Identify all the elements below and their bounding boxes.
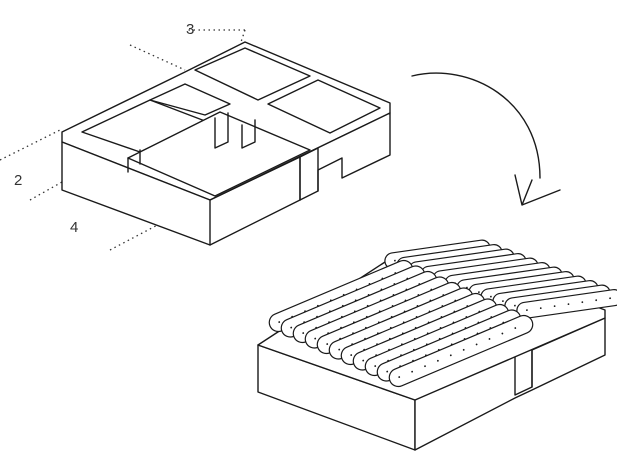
curved-arrow-icon — [411, 72, 561, 206]
compartment-small — [149, 83, 231, 116]
compartment-right — [267, 79, 381, 134]
label-2: 2 — [14, 172, 22, 189]
arrow-shaft — [411, 72, 541, 179]
filled-box — [257, 239, 617, 451]
label-3: 3 — [186, 21, 194, 38]
inner-post-a — [214, 112, 229, 149]
box-right-bottom — [209, 199, 301, 246]
compartment-top — [194, 47, 311, 101]
label-4: 4 — [70, 219, 78, 236]
empty-box — [0, 29, 391, 251]
inner-wall-left — [127, 149, 141, 173]
roll-front — [388, 314, 534, 388]
compartment-center — [127, 111, 311, 197]
rolls-group — [268, 239, 617, 388]
inner-post-b — [241, 119, 256, 149]
leader-line-top — [129, 44, 186, 71]
leader-line-2 — [0, 129, 61, 161]
arrow-head — [514, 174, 561, 206]
notch — [299, 147, 319, 201]
